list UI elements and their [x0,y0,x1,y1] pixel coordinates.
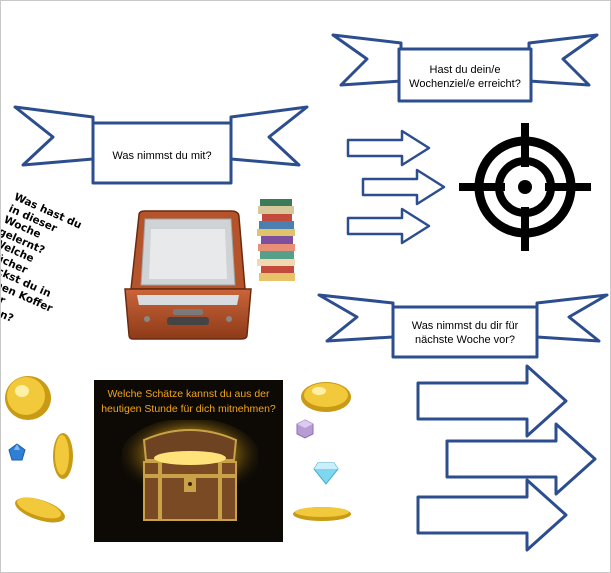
gold-coin-icon [293,507,351,521]
gem-icon [8,443,26,461]
treasure-panel: Welche Schätze kannst du aus der heutige… [94,380,283,542]
treasure-caption-line1: Welche Schätze kannst du aus der [107,388,270,400]
gold-coin-icon [53,433,73,479]
book-stack-icon [257,199,295,281]
suitcase-icon [124,210,252,340]
banner-mid-right-line1: Was nimmst du dir für [411,320,519,332]
banner-mid-right [317,293,609,359]
arrow-right-icon [416,478,568,552]
banner-left-text: Was nimmst du mit? [112,150,212,162]
treasure-caption-line2: heutigen Stunde für dich mitnehmen? [101,403,276,415]
gem-icon [296,419,314,439]
treasure-caption: Welche Schätze kannst du aus der heutige… [98,387,279,417]
arrow-right-icon [346,129,431,167]
gold-coin-icon [5,376,51,420]
banner-top-right-text: Hast du dein/e Wochenziel/e erreicht? [399,63,531,91]
banner-top-right-line2: Wochenziel/e erreicht? [409,78,521,90]
gold-coin-icon [301,382,351,412]
treasure-chest-icon [122,420,258,521]
banner-mid-right-text: Was nimmst du dir für nächste Woche vor? [395,319,535,347]
gem-icon [313,462,339,485]
arrow-right-icon [445,422,597,496]
banner-left [13,105,309,185]
arrow-right-icon [346,207,431,245]
banner-top-right-line1: Hast du dein/e [429,64,501,76]
arrow-right-icon [416,364,568,438]
banner-mid-right-line2: nächste Woche vor? [414,334,516,346]
arrow-right-icon [361,168,446,206]
banner-top-right [331,33,599,103]
target-icon [459,123,591,251]
gold-coin-icon [15,497,65,523]
